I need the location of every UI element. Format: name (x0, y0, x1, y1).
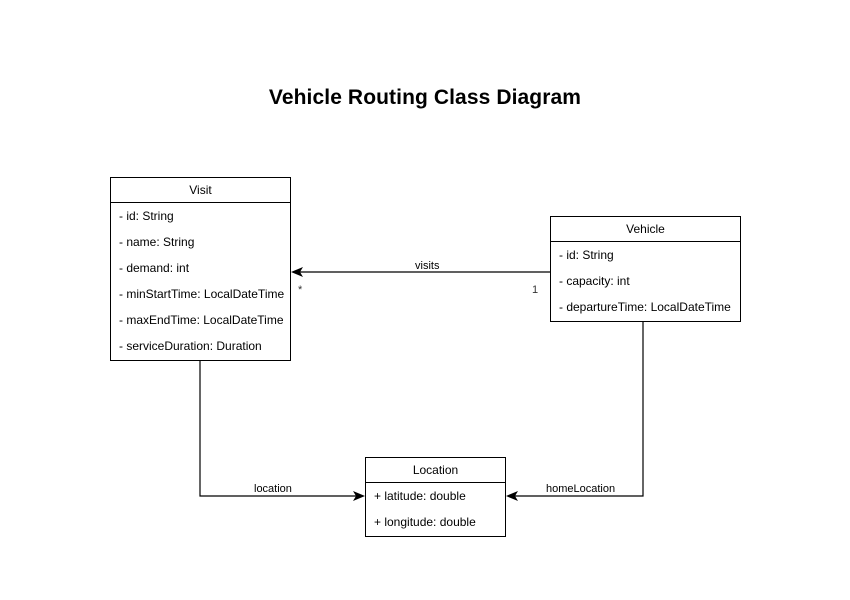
uml-attribute: - name: String (119, 235, 195, 249)
uml-attribute: - minStartTime: LocalDateTime (119, 287, 285, 301)
edge-home-location (506, 322, 644, 501)
page-title: Vehicle Routing Class Diagram (268, 86, 582, 109)
edge-label-home-location: homeLocation (546, 483, 616, 495)
uml-class-visit[interactable]: Visit - id: String - name: String - dema… (110, 177, 291, 361)
uml-class-vehicle-name: Vehicle (551, 217, 740, 242)
uml-attribute: - demand: int (119, 261, 190, 275)
edge-location (199, 361, 365, 501)
uml-attribute: - departureTime: LocalDateTime (559, 300, 731, 314)
uml-class-location-name: Location (366, 458, 505, 483)
uml-class-location-attributes: + latitude: double + longitude: double (366, 483, 505, 535)
edge-label-visits: visits (415, 260, 440, 272)
uml-class-visit-attributes: - id: String - name: String - demand: in… (111, 203, 290, 359)
uml-attribute: - maxEndTime: LocalDateTime (119, 313, 284, 327)
uml-class-location[interactable]: Location + latitude: double + longitude:… (365, 457, 506, 537)
uml-class-visit-name: Visit (111, 178, 290, 203)
uml-attribute: - id: String (559, 248, 614, 262)
uml-class-vehicle[interactable]: Vehicle - id: String - capacity: int - d… (550, 216, 741, 322)
edge-multiplicity-vehicle: 1 (532, 284, 539, 296)
edge-label-location: location (254, 483, 292, 495)
uml-attribute: - serviceDuration: Duration (119, 339, 262, 353)
uml-attribute: + longitude: double (374, 515, 476, 529)
uml-attribute: + latitude: double (374, 489, 466, 503)
uml-class-vehicle-attributes: - id: String - capacity: int - departure… (551, 242, 740, 320)
edge-visits (291, 267, 550, 277)
uml-attribute: - capacity: int (559, 274, 630, 288)
edge-multiplicity-visit: * (298, 284, 303, 296)
uml-attribute: - id: String (119, 209, 174, 223)
